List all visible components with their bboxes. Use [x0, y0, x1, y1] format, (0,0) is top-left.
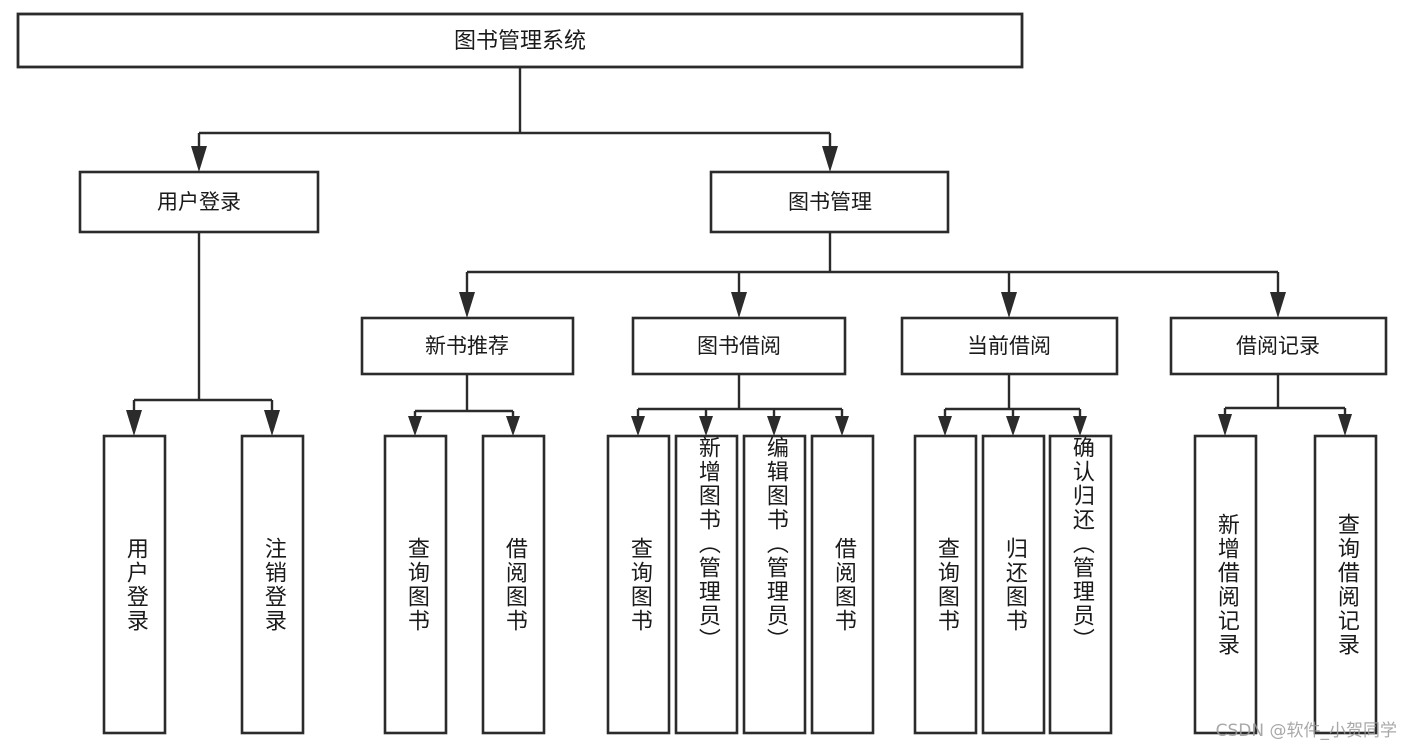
node-book-borrow-box[interactable] — [631, 316, 847, 376]
node-book-manage[interactable]: 图书管理 — [709, 170, 950, 234]
arrow-head-leaf-return-book — [1006, 416, 1020, 436]
leaf-box-user-login[interactable] — [102, 434, 167, 735]
node-current-borrow-box[interactable] — [900, 316, 1119, 376]
leaf-box-edit-book[interactable] — [742, 434, 807, 735]
node-borrow-record-label: 借阅记录 — [1236, 334, 1320, 358]
connector-group-currentborrow-to-leaves — [938, 374, 1087, 436]
arrow-head-leaf-add-book — [699, 416, 713, 436]
arrow-head-borrow-record — [1270, 292, 1286, 318]
arrow-head-book-borrow — [731, 292, 747, 318]
arrow-head-leaf-edit-book — [767, 416, 781, 436]
connector-group-borrowrecord-to-leaves — [1218, 374, 1352, 436]
leaf-box-add-record[interactable] — [1193, 434, 1258, 735]
node-book-borrow[interactable]: 图书借阅 — [631, 316, 847, 376]
leaf-box-return-book[interactable] — [981, 434, 1046, 735]
leaf-box-query-book-1[interactable] — [383, 434, 448, 735]
arrow-head-leaf-query-book-3 — [938, 416, 952, 436]
leaf-box-user-logout[interactable] — [240, 434, 305, 735]
node-new-book-recommend[interactable]: 新书推荐 — [360, 316, 575, 376]
connector-group-bookborrow-to-leaves — [631, 374, 849, 436]
leaf-box-borrow-book-2[interactable] — [810, 434, 875, 735]
arrow-head-new-book-recommend — [459, 292, 475, 318]
csdn-watermark: CSDN @软件_小贺同学 — [1215, 721, 1397, 741]
connector-group-userlogin-to-leaves — [126, 232, 280, 436]
node-book-borrow-label: 图书借阅 — [697, 334, 781, 358]
arrow-head-leaf-query-book-2 — [631, 416, 645, 436]
node-borrow-record-box[interactable] — [1169, 316, 1388, 376]
node-user-login[interactable]: 用户登录 — [78, 170, 320, 234]
node-root-label: 图书管理系统 — [454, 29, 586, 54]
leaf-box-query-book-2[interactable] — [606, 434, 671, 735]
node-borrow-record[interactable]: 借阅记录 — [1169, 316, 1388, 376]
leaf-box-query-book-3[interactable] — [913, 434, 978, 735]
node-book-manage-box[interactable] — [709, 170, 950, 234]
arrow-head-leaf-query-record — [1338, 414, 1352, 436]
arrow-head-leaf-user-login — [126, 410, 142, 436]
arrow-head-leaf-user-logout — [264, 410, 280, 436]
node-user-login-label: 用户登录 — [157, 190, 241, 214]
connector-group-bookmanage-to-level3 — [459, 232, 1286, 318]
node-new-book-recommend-label: 新书推荐 — [425, 334, 509, 358]
node-current-borrow[interactable]: 当前借阅 — [900, 316, 1119, 376]
node-root-box[interactable] — [16, 12, 1024, 69]
arrow-head-book-manage — [822, 146, 838, 172]
arrow-head-leaf-confirm-return — [1073, 416, 1087, 436]
arrow-head-leaf-borrow-book-1 — [506, 416, 520, 436]
arrow-head-user-login — [191, 146, 207, 172]
arrow-head-leaf-query-book-1 — [408, 416, 422, 436]
node-current-borrow-label: 当前借阅 — [967, 334, 1051, 358]
connector-group-root-to-level2 — [191, 67, 838, 172]
connector-group-newbook-to-leaves — [408, 374, 520, 436]
leaf-box-borrow-book-1[interactable] — [481, 434, 546, 735]
node-user-login-box[interactable] — [78, 170, 320, 234]
arrow-head-leaf-borrow-book-2 — [835, 416, 849, 436]
node-root[interactable]: 图书管理系统 — [16, 12, 1024, 69]
leaf-box-query-record[interactable] — [1313, 434, 1378, 735]
leaf-box-confirm-return[interactable] — [1048, 434, 1113, 735]
leaf-box-group — [102, 434, 1378, 735]
leaf-box-add-book[interactable] — [674, 434, 739, 735]
node-new-book-recommend-box[interactable] — [360, 316, 575, 376]
arrow-head-leaf-add-record — [1218, 414, 1232, 436]
arrow-head-current-borrow — [1001, 292, 1017, 318]
node-book-manage-label: 图书管理 — [788, 190, 872, 214]
